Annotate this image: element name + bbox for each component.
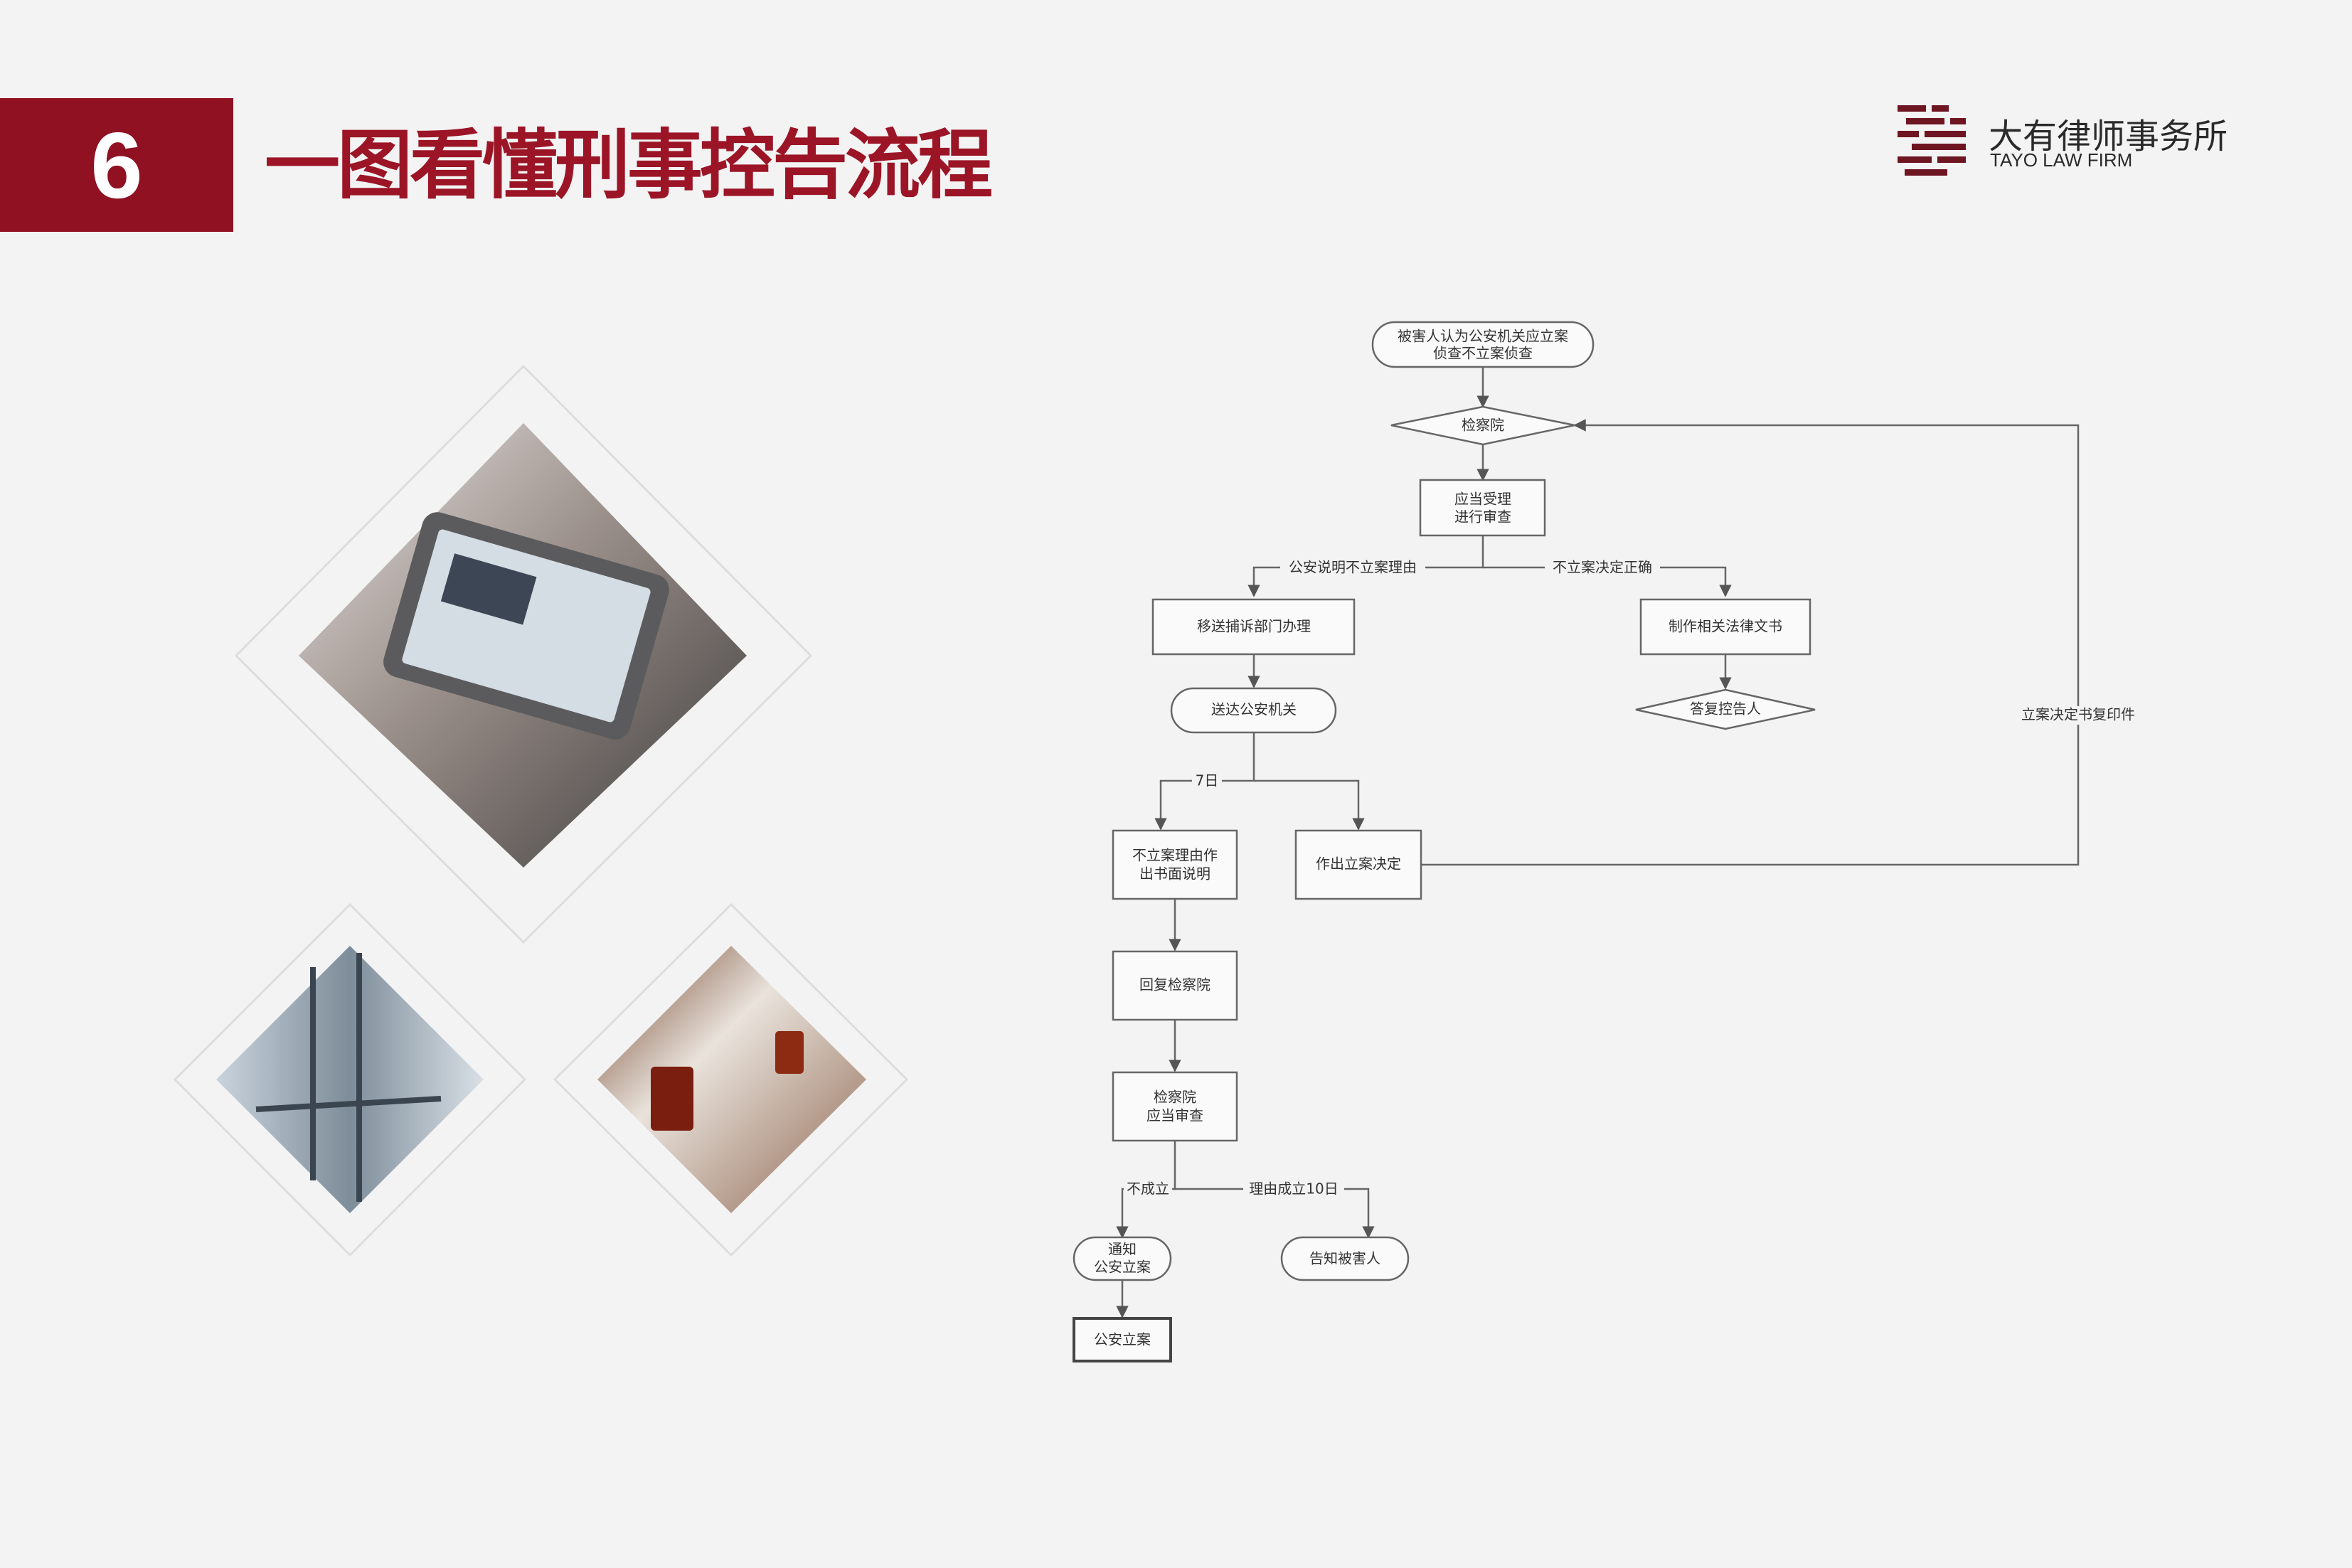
node-notify-line1: 通知 bbox=[1108, 1241, 1137, 1258]
label-police-reason: 公安说明不立案理由 bbox=[1289, 559, 1417, 576]
node-explain: 不立案理由作 出书面说明 bbox=[1112, 829, 1238, 900]
node-review-line2: 应当审查 bbox=[1146, 1107, 1203, 1124]
firm-logo-icon bbox=[1898, 105, 1966, 176]
node-reply-proc: 回复检察院 bbox=[1112, 950, 1238, 1021]
firm-name: 大有律师事务所 bbox=[1989, 117, 2228, 156]
edge-decide-loop-back bbox=[1421, 419, 2080, 866]
window-frame-icon bbox=[255, 953, 442, 1202]
node-notify-line2: 公安立案 bbox=[1094, 1259, 1151, 1276]
node-notify: 通知 公安立案 bbox=[1073, 1236, 1172, 1281]
node-explain-line1: 不立案理由作 bbox=[1132, 847, 1218, 864]
label-not-valid: 不成立 bbox=[1127, 1180, 1169, 1198]
node-accept-line1: 应当受理 bbox=[1454, 491, 1511, 508]
edge-review-to-inform bbox=[1175, 1188, 1375, 1239]
label-seven-days: 7日 bbox=[1196, 772, 1219, 789]
node-legal-doc: 制作相关法律文书 bbox=[1639, 598, 1811, 656]
node-decide-file-label: 作出立案决定 bbox=[1316, 855, 1401, 873]
label-copy-of-decision: 立案决定书复印件 bbox=[2021, 706, 2135, 723]
tablet-device-icon bbox=[383, 512, 669, 740]
label-decision-correct: 不立案决定正确 bbox=[1553, 559, 1652, 576]
node-police-file-label: 公安立案 bbox=[1094, 1331, 1151, 1348]
node-procuratorate: 检察院 bbox=[1390, 405, 1575, 446]
node-send-police: 送达公安机关 bbox=[1170, 687, 1337, 734]
tea-table-photo bbox=[597, 946, 866, 1213]
photo-frame-outline bbox=[553, 902, 909, 1257]
node-reply-proc-label: 回复检察院 bbox=[1139, 976, 1210, 993]
node-inform-victim-label: 告知被害人 bbox=[1309, 1250, 1380, 1267]
node-accept: 应当受理 进行审查 bbox=[1419, 479, 1546, 537]
page-title: 一图看懂刑事控告流程 bbox=[265, 122, 993, 209]
window-photo bbox=[216, 946, 484, 1213]
photo-frame-outline bbox=[173, 902, 527, 1257]
node-procuratorate-label: 检察院 bbox=[1462, 417, 1504, 434]
node-review: 检察院 应当审查 bbox=[1112, 1071, 1238, 1142]
node-reply-complainant: 答复控告人 bbox=[1635, 688, 1816, 730]
node-transfer: 移送捕诉部门办理 bbox=[1151, 598, 1356, 656]
node-victim: 被害人认为公安机关应立案 侦查不立案侦查 bbox=[1371, 321, 1595, 368]
node-police-file: 公安立案 bbox=[1073, 1317, 1172, 1362]
node-explain-line2: 出书面说明 bbox=[1139, 865, 1210, 882]
edge-labels: 公安说明不立案理由 不立案决定正确 7日 立案决定书复印件 不成立 理由成立10… bbox=[1124, 559, 2144, 1199]
photo-frame-outline bbox=[234, 364, 813, 944]
label-valid-10: 理由成立10日 bbox=[1249, 1180, 1338, 1198]
flow-edges bbox=[1116, 367, 2080, 1318]
node-inform-victim: 告知被害人 bbox=[1280, 1236, 1410, 1281]
node-victim-line2: 侦查不立案侦查 bbox=[1433, 345, 1533, 362]
section-number-badge: 6 bbox=[0, 98, 233, 232]
node-decide-file: 作出立案决定 bbox=[1294, 829, 1422, 900]
node-accept-line2: 进行审查 bbox=[1454, 508, 1511, 526]
node-review-line1: 检察院 bbox=[1154, 1089, 1196, 1106]
node-victim-line1: 被害人认为公安机关应立案 bbox=[1398, 328, 1568, 345]
node-reply-complainant-label: 答复控告人 bbox=[1690, 700, 1761, 718]
section-number: 6 bbox=[90, 112, 143, 218]
edge-send-to-decide bbox=[1254, 779, 1365, 831]
node-transfer-label: 移送捕诉部门办理 bbox=[1197, 618, 1311, 635]
firm-subtitle: TAYO LAW FIRM bbox=[1990, 149, 2133, 171]
tea-cup-icon bbox=[651, 1031, 804, 1131]
node-legal-doc-label: 制作相关法律文书 bbox=[1669, 618, 1782, 635]
node-send-police-label: 送达公安机关 bbox=[1211, 701, 1297, 718]
